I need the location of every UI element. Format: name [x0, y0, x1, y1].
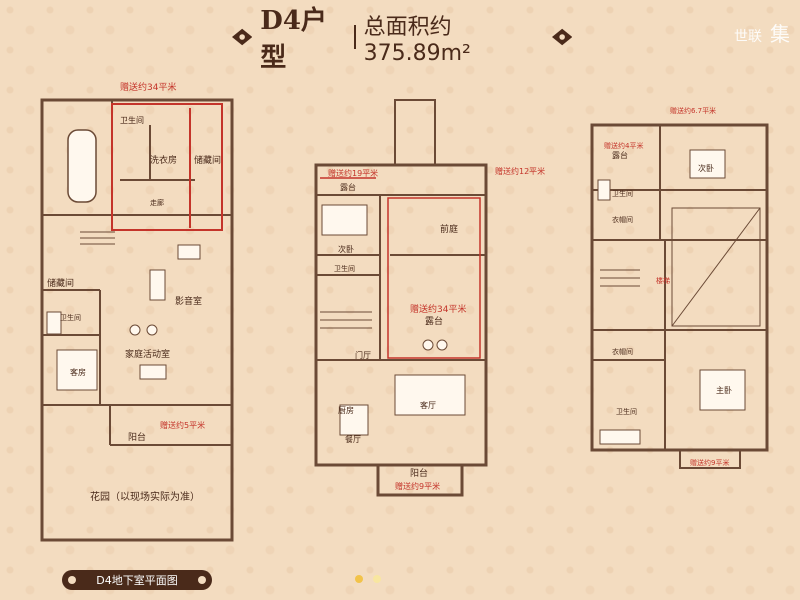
dining-table-icon: [339, 404, 369, 436]
svg-text:赠送约9平米: 赠送约9平米: [690, 458, 729, 467]
bed-icon: [689, 149, 726, 179]
label-garden: 花园（以现场实际为准）: [90, 490, 200, 503]
label-family-room: 家庭活动室: [125, 348, 170, 360]
master-bed-icon: [699, 369, 746, 411]
svg-text:赠送约9平米: 赠送约9平米: [395, 481, 440, 491]
svg-text:门厅: 门厅: [355, 350, 371, 360]
ornament-right-icon: [551, 28, 573, 46]
bed-icon: [321, 204, 368, 236]
unit-type-title: D4户型: [260, 6, 327, 73]
svg-text:赠送约6.7平米: 赠送约6.7平米: [670, 106, 716, 115]
svg-text:前庭: 前庭: [440, 223, 458, 235]
sofa-icon: [149, 269, 166, 301]
label-storage-right: 储藏间: [194, 154, 221, 166]
svg-text:客房: 客房: [70, 367, 86, 377]
svg-text:阳台: 阳台: [128, 431, 146, 443]
ground-floor-plan: [314, 99, 488, 497]
svg-text:衣帽间: 衣帽间: [612, 347, 633, 356]
page-dot-active[interactable]: [355, 575, 363, 583]
svg-text:赠送约12平米: 赠送约12平米: [495, 166, 545, 176]
basement-plan: [40, 98, 234, 542]
svg-text:走廊: 走廊: [150, 198, 164, 207]
svg-text:赠送约34平米: 赠送约34平米: [410, 303, 466, 315]
label-laundry: 洗衣房: [150, 154, 177, 166]
gift-area-ground: [387, 197, 481, 359]
svg-text:赠送约5平米: 赠送约5平米: [160, 420, 205, 430]
svg-text:楼梯: 楼梯: [656, 276, 670, 285]
svg-text:露台: 露台: [425, 315, 443, 327]
sofa-icon: [394, 374, 466, 416]
gift-area-basement: [111, 103, 223, 231]
upper-floor-plan: [590, 123, 769, 469]
basement-plan-caption: D4地下室平面图: [62, 570, 212, 590]
svg-text:卫生间: 卫生间: [612, 189, 633, 198]
svg-text:衣帽间: 衣帽间: [612, 215, 633, 224]
svg-text:餐厅: 餐厅: [345, 435, 361, 444]
svg-text:次卧: 次卧: [698, 163, 714, 173]
bed-icon: [56, 349, 98, 391]
svg-text:露台: 露台: [340, 182, 356, 192]
label-theater: 影音室: [175, 295, 202, 307]
svg-text:赠送约4平米: 赠送约4平米: [604, 141, 643, 150]
svg-text:卫生间: 卫生间: [334, 264, 355, 273]
upper-stairs: [600, 269, 640, 287]
svg-text:卫生间: 卫生间: [616, 407, 637, 416]
table-icon: [139, 364, 167, 380]
car-icon: [67, 129, 97, 203]
svg-text:主卧: 主卧: [716, 385, 732, 395]
title-divider: [353, 25, 356, 49]
svg-text:阳台: 阳台: [410, 467, 428, 479]
svg-text:储藏间: 储藏间: [47, 277, 74, 289]
label-gift-basement-top: 赠送约34平米: [120, 81, 176, 93]
page-header: D4户型 总面积约375.89m²: [232, 6, 573, 73]
svg-text:卫生间: 卫生间: [60, 313, 81, 322]
svg-text:厨房: 厨房: [338, 405, 354, 415]
watermark: 世联集: [734, 22, 790, 46]
svg-text:露台: 露台: [612, 150, 628, 160]
svg-text:赠送约19平米: 赠送约19平米: [328, 168, 378, 178]
bathtub-icon: [46, 311, 62, 335]
ornament-left-icon: [232, 28, 253, 46]
total-area-label: 总面积约375.89m²: [363, 14, 471, 66]
svg-text:卫生间: 卫生间: [120, 115, 144, 125]
ground-stairs: [320, 311, 372, 329]
svg-text:客厅: 客厅: [420, 400, 436, 410]
svg-text:次卧: 次卧: [338, 244, 354, 254]
page-dot[interactable]: [373, 575, 381, 583]
pagination-dots[interactable]: [355, 575, 381, 583]
basement-stairs: [80, 231, 115, 245]
bathtub-icon: [599, 429, 641, 445]
basement-outline: [40, 98, 234, 542]
